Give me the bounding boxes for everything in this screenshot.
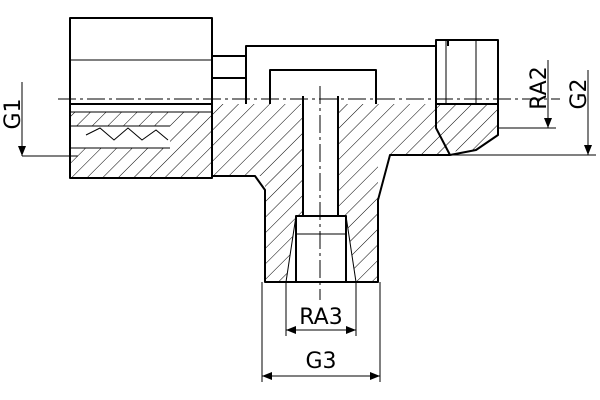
dimension-label-ra2: RA2	[527, 66, 552, 109]
dimension-label-g2: G2	[567, 78, 592, 109]
centerlines	[58, 86, 560, 300]
left-nut-outline	[69, 17, 213, 179]
dimension-label-ra3: RA3	[299, 305, 342, 330]
dimension-label-g1: G1	[1, 98, 26, 129]
dimension-label-g3: G3	[305, 349, 336, 374]
dimension-g2: G2	[450, 70, 596, 156]
tee-body-outline	[212, 45, 450, 283]
dimension-ra3: RA3	[285, 282, 357, 336]
right-thread-stub	[435, 39, 499, 156]
dimension-g3: G3	[261, 282, 381, 382]
dimension-g1: G1	[1, 82, 78, 157]
dimension-ra2: RA2	[498, 60, 556, 129]
